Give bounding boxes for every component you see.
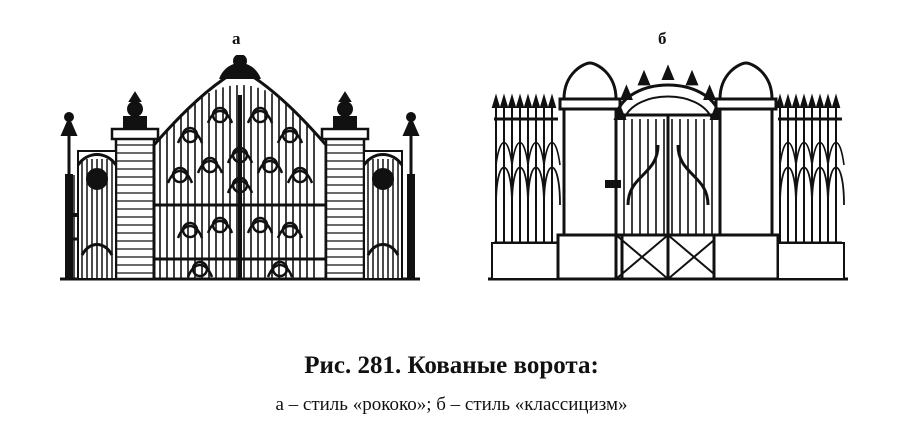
right-fence (402, 112, 420, 280)
right-pier (320, 91, 370, 281)
figure-b-label: б (658, 29, 667, 48)
classicism-gate-illustration (488, 61, 848, 281)
figure-caption-subtitle: а – стиль «рококо»; б – стиль «классициз… (275, 394, 628, 415)
central-gate (605, 64, 723, 281)
left-wing-panel (76, 150, 118, 280)
right-fence (775, 93, 845, 280)
figure-caption-title: Рис. 281. Кованые ворота: (304, 352, 599, 379)
figure-a-label: а (232, 29, 241, 48)
rococo-gate-illustration (60, 55, 420, 281)
left-pier (110, 91, 160, 281)
right-pier (712, 61, 780, 281)
left-fence (491, 93, 561, 280)
right-wing-panel (362, 150, 404, 280)
left-pier (556, 61, 624, 281)
main-gate (152, 55, 328, 279)
